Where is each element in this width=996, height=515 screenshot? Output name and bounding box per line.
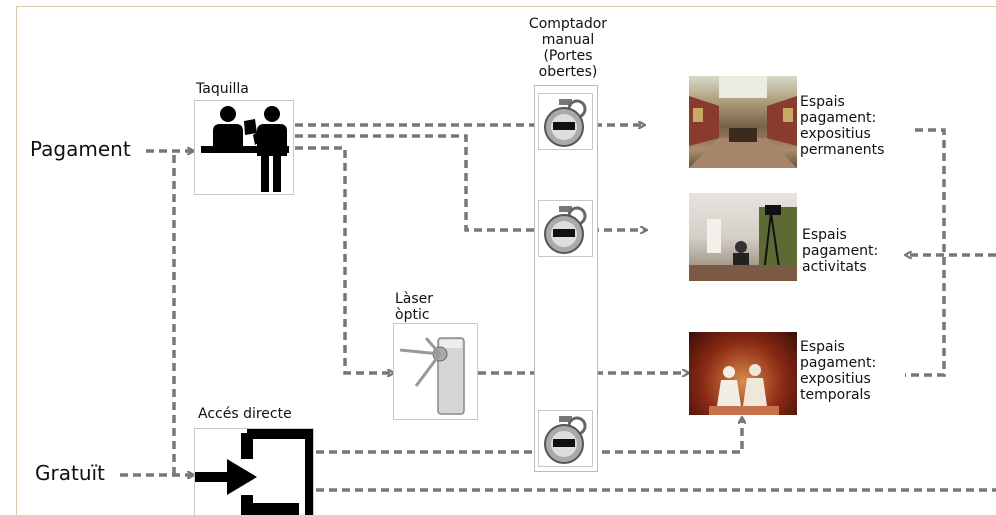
permanent-gallery-photo [689,76,797,168]
space-label-activities: Espais pagament: activitats [802,227,879,276]
diagram-frame [16,6,996,515]
hand-counter-icon [538,93,593,150]
ticket-office-label: Taquilla [196,81,249,97]
laser-label: Làser òptic [395,291,434,324]
manual-counter-label: Comptador manual (Portes obertes) [528,16,608,81]
space-label-permanent: Espais pagament: expositius permanents [800,94,885,159]
turnstile-icon [399,337,465,415]
activities-photo [689,193,797,281]
ticket-office-icon [201,106,289,192]
direct-access-node [194,427,317,515]
hand-counter-icon [538,410,593,467]
hand-counter-icon [538,200,593,257]
enter-door-icon [195,427,317,515]
space-label-temporary: Espais pagament: expositius temporals [800,339,877,404]
ticket-office-node [194,100,294,195]
entry-label-pagament: Pagament [30,137,131,161]
direct-access-label: Accés directe [198,406,292,422]
entry-label-gratuit: Gratuït [35,461,105,485]
turnstile-node [393,323,478,420]
temporary-exhibition-photo [689,332,797,415]
